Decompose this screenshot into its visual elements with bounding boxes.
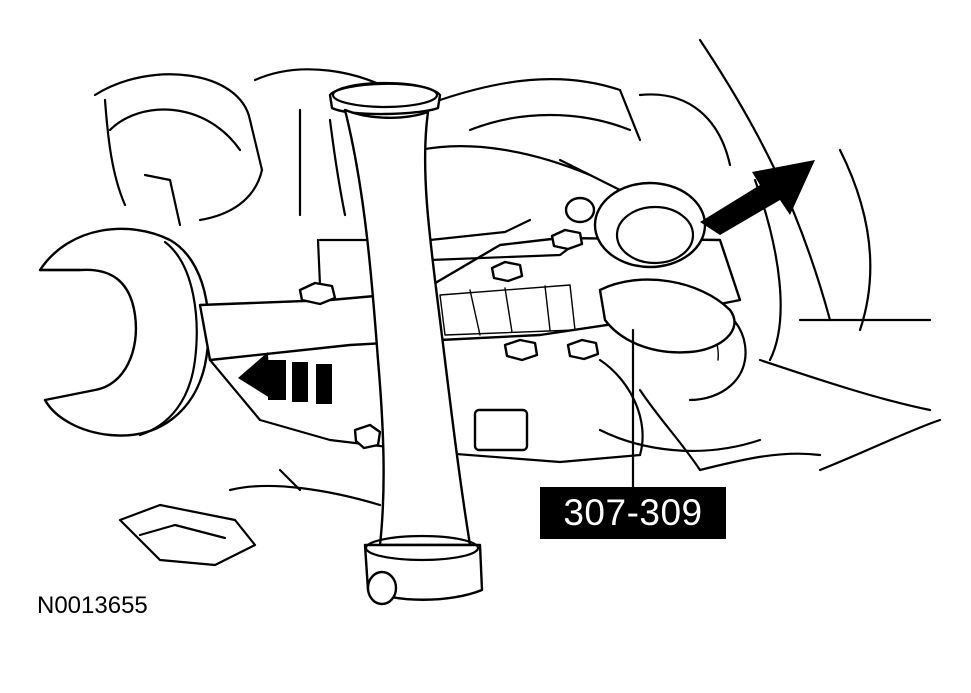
support-tool [328, 81, 484, 606]
figure-reference-number: N0013655 [37, 592, 148, 619]
direction-arrow-icon [238, 352, 332, 404]
fasteners [298, 196, 600, 450]
bracket-plate [473, 408, 529, 452]
floor-detail [118, 468, 382, 567]
driveshaft-flange [38, 227, 210, 437]
special-tool-callout: 307-309 [540, 487, 726, 539]
pointer-arrow-icon [700, 160, 815, 235]
